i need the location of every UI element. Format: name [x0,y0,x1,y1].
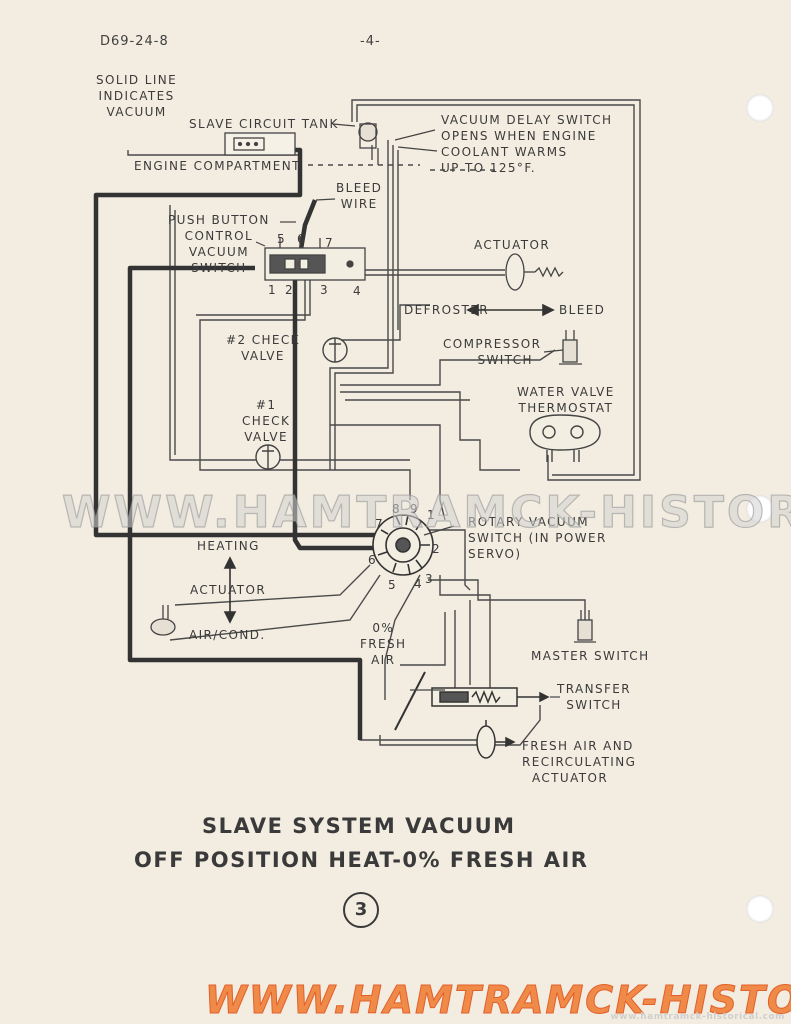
figure-title-line1: SLAVE SYSTEM VACUUM [202,814,516,838]
rotary-port: 8 [392,502,400,516]
document-id: D69-24-8 [100,34,169,49]
rotary-port: 5 [388,578,396,592]
binder-hole [746,895,774,923]
label-push-button-switch: PUSH BUTTON CONTROL VACUUM SWITCH [168,213,270,275]
legend-solid-line: SOLID LINE INDICATES VACUUM [96,73,178,119]
slave-tank-shape [224,132,296,156]
label-vacuum-delay-switch: VACUUM DELAY SWITCH OPENS WHEN ENGINE CO… [441,113,613,175]
label-master-switch: MASTER SWITCH [531,649,650,663]
page-number: -4- [360,34,381,49]
watermark-middle: WWW.HAMTRAMCK-HISTORICAL.COM [61,486,791,538]
label-bleed: BLEED [559,303,606,317]
label-defroster: DEFROSTER [404,303,489,317]
label-water-valve-thermostat: WATER VALVE THERMOSTAT [517,385,615,415]
port-number: 7 [325,236,333,250]
port-number: 2 [285,283,293,297]
rotary-port: 4 [414,577,422,591]
port-number: 1 [268,283,276,297]
rotary-port: 7 [375,517,383,531]
label-air-cond: AIR/COND. [189,628,266,642]
port-number: 4 [353,284,361,298]
port-number: 6 [297,232,305,246]
figure-number-badge: 3 [343,892,379,928]
rotary-port: 2 [432,542,440,556]
watermark-corner: www.hamtramck-historical.com [610,1012,785,1022]
label-engine-compartment: ENGINE COMPARTMENT [134,159,301,173]
rotary-port: 3 [425,572,433,586]
label-check-valve-1: #1 CHECK VALVE [242,398,291,444]
figure-title-line2: OFF POSITION HEAT-0% FRESH AIR [134,848,589,872]
label-fresh-recirc-actuator: FRESH AIR AND RECIRCULATING ACTUATOR [522,739,637,785]
binder-hole [746,94,774,122]
label-transfer-switch: TRANSFER SWITCH [557,682,632,712]
label-slave-circuit-tank: SLAVE CIRCUIT TANK [189,117,339,131]
label-actuator-mid: ACTUATOR [190,583,267,597]
watermark-bottom: WWW.HAMTRAMCK-HISTORICAL.COM [205,978,791,1023]
port-number: 3 [320,283,328,297]
label-rotary-vacuum-switch: ROTARY VACUUM SWITCH (IN POWER SERVO) [468,515,607,561]
label-check-valve-2: #2 CHECK VALVE [226,333,300,363]
label-bleed-wire: BLEED WIRE [336,181,383,211]
rotary-port: 9 [410,502,418,516]
port-number: 5 [277,232,285,246]
binder-hole [746,495,774,523]
label-fresh-air-percent: 0% FRESH AIR [360,621,407,667]
label-heating: HEATING [197,539,260,553]
rotary-port: 6 [368,553,376,567]
label-actuator-top: ACTUATOR [474,238,551,252]
label-compressor-switch: COMPRESSOR SWITCH [443,337,542,367]
rotary-port: 1 [427,508,435,522]
